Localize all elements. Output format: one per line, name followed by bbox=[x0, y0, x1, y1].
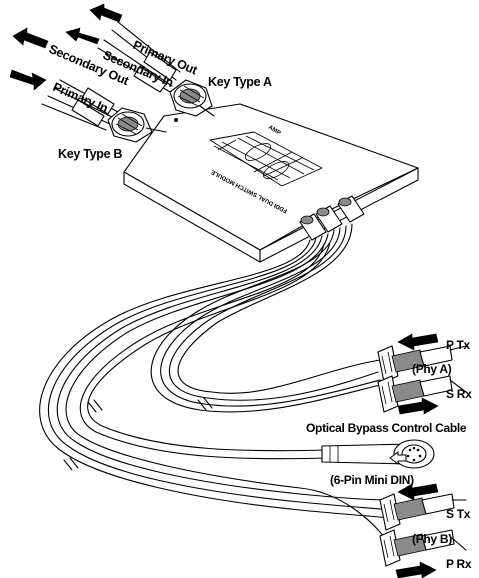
arrow-primary-out-icon bbox=[89, 3, 123, 23]
phy-b-p-rx-connector bbox=[379, 529, 467, 567]
hollow-arrow-icon bbox=[389, 451, 407, 465]
arrow-s-rx-icon bbox=[397, 397, 439, 415]
label-p-rx: P Rx bbox=[446, 557, 472, 571]
phy-a-p-tx-connector bbox=[377, 345, 467, 383]
label-optical-bypass: Optical Bypass Control Cable bbox=[306, 421, 467, 435]
arrow-p-tx-icon bbox=[397, 333, 439, 351]
key-type-b-connector bbox=[107, 107, 167, 143]
label-s-rx: S Rx bbox=[446, 387, 472, 401]
fiber-cables bbox=[39, 223, 393, 549]
top-fiber-leads bbox=[41, 21, 181, 131]
arrow-primary-in-icon bbox=[9, 69, 47, 91]
arrow-p-rx-icon bbox=[395, 561, 437, 578]
cable-break-marks bbox=[63, 397, 213, 471]
label-s-tx: S Tx bbox=[446, 507, 471, 521]
arrow-secondary-in-icon bbox=[65, 27, 100, 45]
key-type-a-connector bbox=[169, 79, 215, 117]
phy-a-s-rx-connector bbox=[377, 375, 467, 413]
module-cable-glands bbox=[299, 195, 365, 241]
label-phy-b: (Phy B) bbox=[412, 532, 452, 546]
phy-b-s-tx-connector bbox=[379, 493, 467, 531]
mini-din-connector bbox=[321, 439, 435, 469]
arrow-s-tx-icon bbox=[397, 483, 439, 501]
label-mini-din: (6-Pin Mini DIN) bbox=[330, 473, 414, 487]
arrow-secondary-out-icon bbox=[12, 27, 49, 49]
label-key-type-a: Key Type A bbox=[208, 75, 272, 89]
label-key-type-b: Key Type B bbox=[58, 147, 122, 161]
switch-module-body: AMP FDDI DUAL SWITCH MODULE bbox=[123, 103, 419, 263]
label-phy-a: (Phy A) bbox=[412, 362, 452, 376]
label-p-tx: P Tx bbox=[446, 338, 471, 352]
